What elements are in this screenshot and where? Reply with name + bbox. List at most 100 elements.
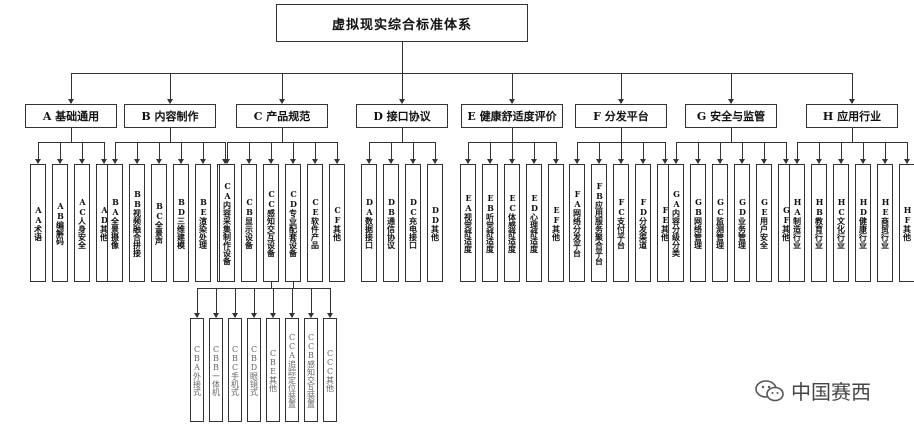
connector-line (435, 142, 436, 163)
connector-line (665, 142, 666, 163)
arrow-head (268, 159, 274, 164)
watermark-text: 中国赛西 (791, 380, 871, 404)
connector-line (863, 142, 864, 163)
arrow-head (334, 159, 340, 164)
leaf-node: BA全景摄像 (107, 164, 123, 282)
connector-line (235, 288, 236, 317)
connector-line (391, 142, 392, 163)
connector-line (402, 42, 403, 73)
category-node: G 安全与监管 (685, 104, 777, 128)
arrow-head (156, 159, 162, 164)
leaf-node: EB听觉舒适度 (482, 164, 498, 282)
connector-line (315, 142, 316, 163)
connector-line (293, 142, 294, 163)
connector-line (369, 142, 370, 163)
subgroup-node: CBC手机式 (228, 318, 242, 422)
connector-line (534, 142, 535, 163)
connector-line (621, 142, 622, 163)
arrow-head (289, 313, 295, 318)
arrow-head (399, 99, 405, 104)
connector-line (227, 142, 338, 143)
arrow-head (246, 159, 252, 164)
connector-line (621, 128, 622, 142)
category-node: A 基础通用 (25, 104, 117, 128)
connector-line (60, 142, 61, 163)
leaf-node: AB编解码 (52, 164, 68, 282)
arrow-head (553, 159, 559, 164)
arrow-head (224, 159, 230, 164)
leaf-node: CE软件产品 (307, 164, 323, 282)
leaf-node: HF其他 (899, 164, 914, 282)
connector-line (282, 128, 283, 142)
category-node: B 内容制作 (124, 104, 216, 128)
leaf-node: GE用户安全 (756, 164, 772, 282)
arrow-head (213, 313, 219, 318)
connector-line (170, 73, 171, 103)
arrow-head (366, 159, 372, 164)
leaf-node: CA内容采集制作设备 (219, 164, 235, 282)
arrow-head (134, 159, 140, 164)
connector-line (292, 288, 293, 317)
arrow-head (432, 159, 438, 164)
subgroup-node: CBE其他 (266, 318, 280, 422)
connector-line (764, 142, 765, 163)
category-node: F 分发平台 (575, 104, 667, 128)
leaf-node: AA术语 (30, 164, 46, 282)
connector-line (786, 142, 787, 163)
arrow-head (194, 313, 200, 318)
connector-line (71, 73, 853, 74)
connector-line (907, 142, 908, 163)
arrow-head (251, 313, 257, 318)
arrow-head (68, 99, 74, 104)
category-node: E 健康舒适度评价 (461, 104, 563, 128)
arrow-head (200, 159, 206, 164)
arrow-head (662, 159, 668, 164)
arrow-head (410, 159, 416, 164)
leaf-node: HB教育行业 (811, 164, 827, 282)
connector-line (330, 288, 331, 317)
connector-line (819, 142, 820, 163)
connector-line (512, 128, 513, 142)
arrow-head (312, 159, 318, 164)
connector-line (115, 142, 116, 163)
connector-line (137, 142, 138, 163)
arrow-head (860, 159, 866, 164)
arrow-head (279, 99, 285, 104)
leaf-node: DD其他 (427, 164, 443, 282)
leaf-node: FC支付平台 (613, 164, 629, 282)
connector-line (71, 73, 72, 103)
connector-line (71, 128, 72, 142)
subgroup-node: CCC其他 (323, 318, 337, 422)
leaf-node: BD三维建模 (173, 164, 189, 282)
leaf-node: EF其他 (548, 164, 564, 282)
category-node: H 应用行业 (806, 104, 898, 128)
arrow-head (509, 159, 515, 164)
leaf-node: BE渲染处理 (195, 164, 211, 282)
arrow-head (509, 99, 515, 104)
arrow-head (167, 99, 173, 104)
connector-line (170, 128, 171, 142)
arrow-head (270, 313, 276, 318)
arrow-head (728, 99, 734, 104)
wechat-icon (755, 379, 784, 401)
connector-line (203, 142, 204, 163)
leaf-node: CF其他 (329, 164, 345, 282)
connector-line (197, 288, 198, 317)
category-node: C 产品规范 (236, 104, 328, 128)
arrow-head (838, 159, 844, 164)
leaf-node: GC监测管理 (712, 164, 728, 282)
leaf-node: DC充电接口 (405, 164, 421, 282)
arrow-head (101, 159, 107, 164)
category-node: D 接口协议 (356, 104, 448, 128)
connector-line (82, 142, 83, 163)
leaf-node: HA制造行业 (789, 164, 805, 282)
connector-line (413, 142, 414, 163)
leaf-node: EC体感舒适度 (504, 164, 520, 282)
connector-line (311, 288, 312, 317)
connector-line (181, 142, 182, 163)
arrow-head (388, 159, 394, 164)
arrow-head (717, 159, 723, 164)
leaf-node: CD专业配套设备 (285, 164, 301, 282)
connector-line (643, 142, 644, 163)
connector-line (599, 142, 600, 163)
